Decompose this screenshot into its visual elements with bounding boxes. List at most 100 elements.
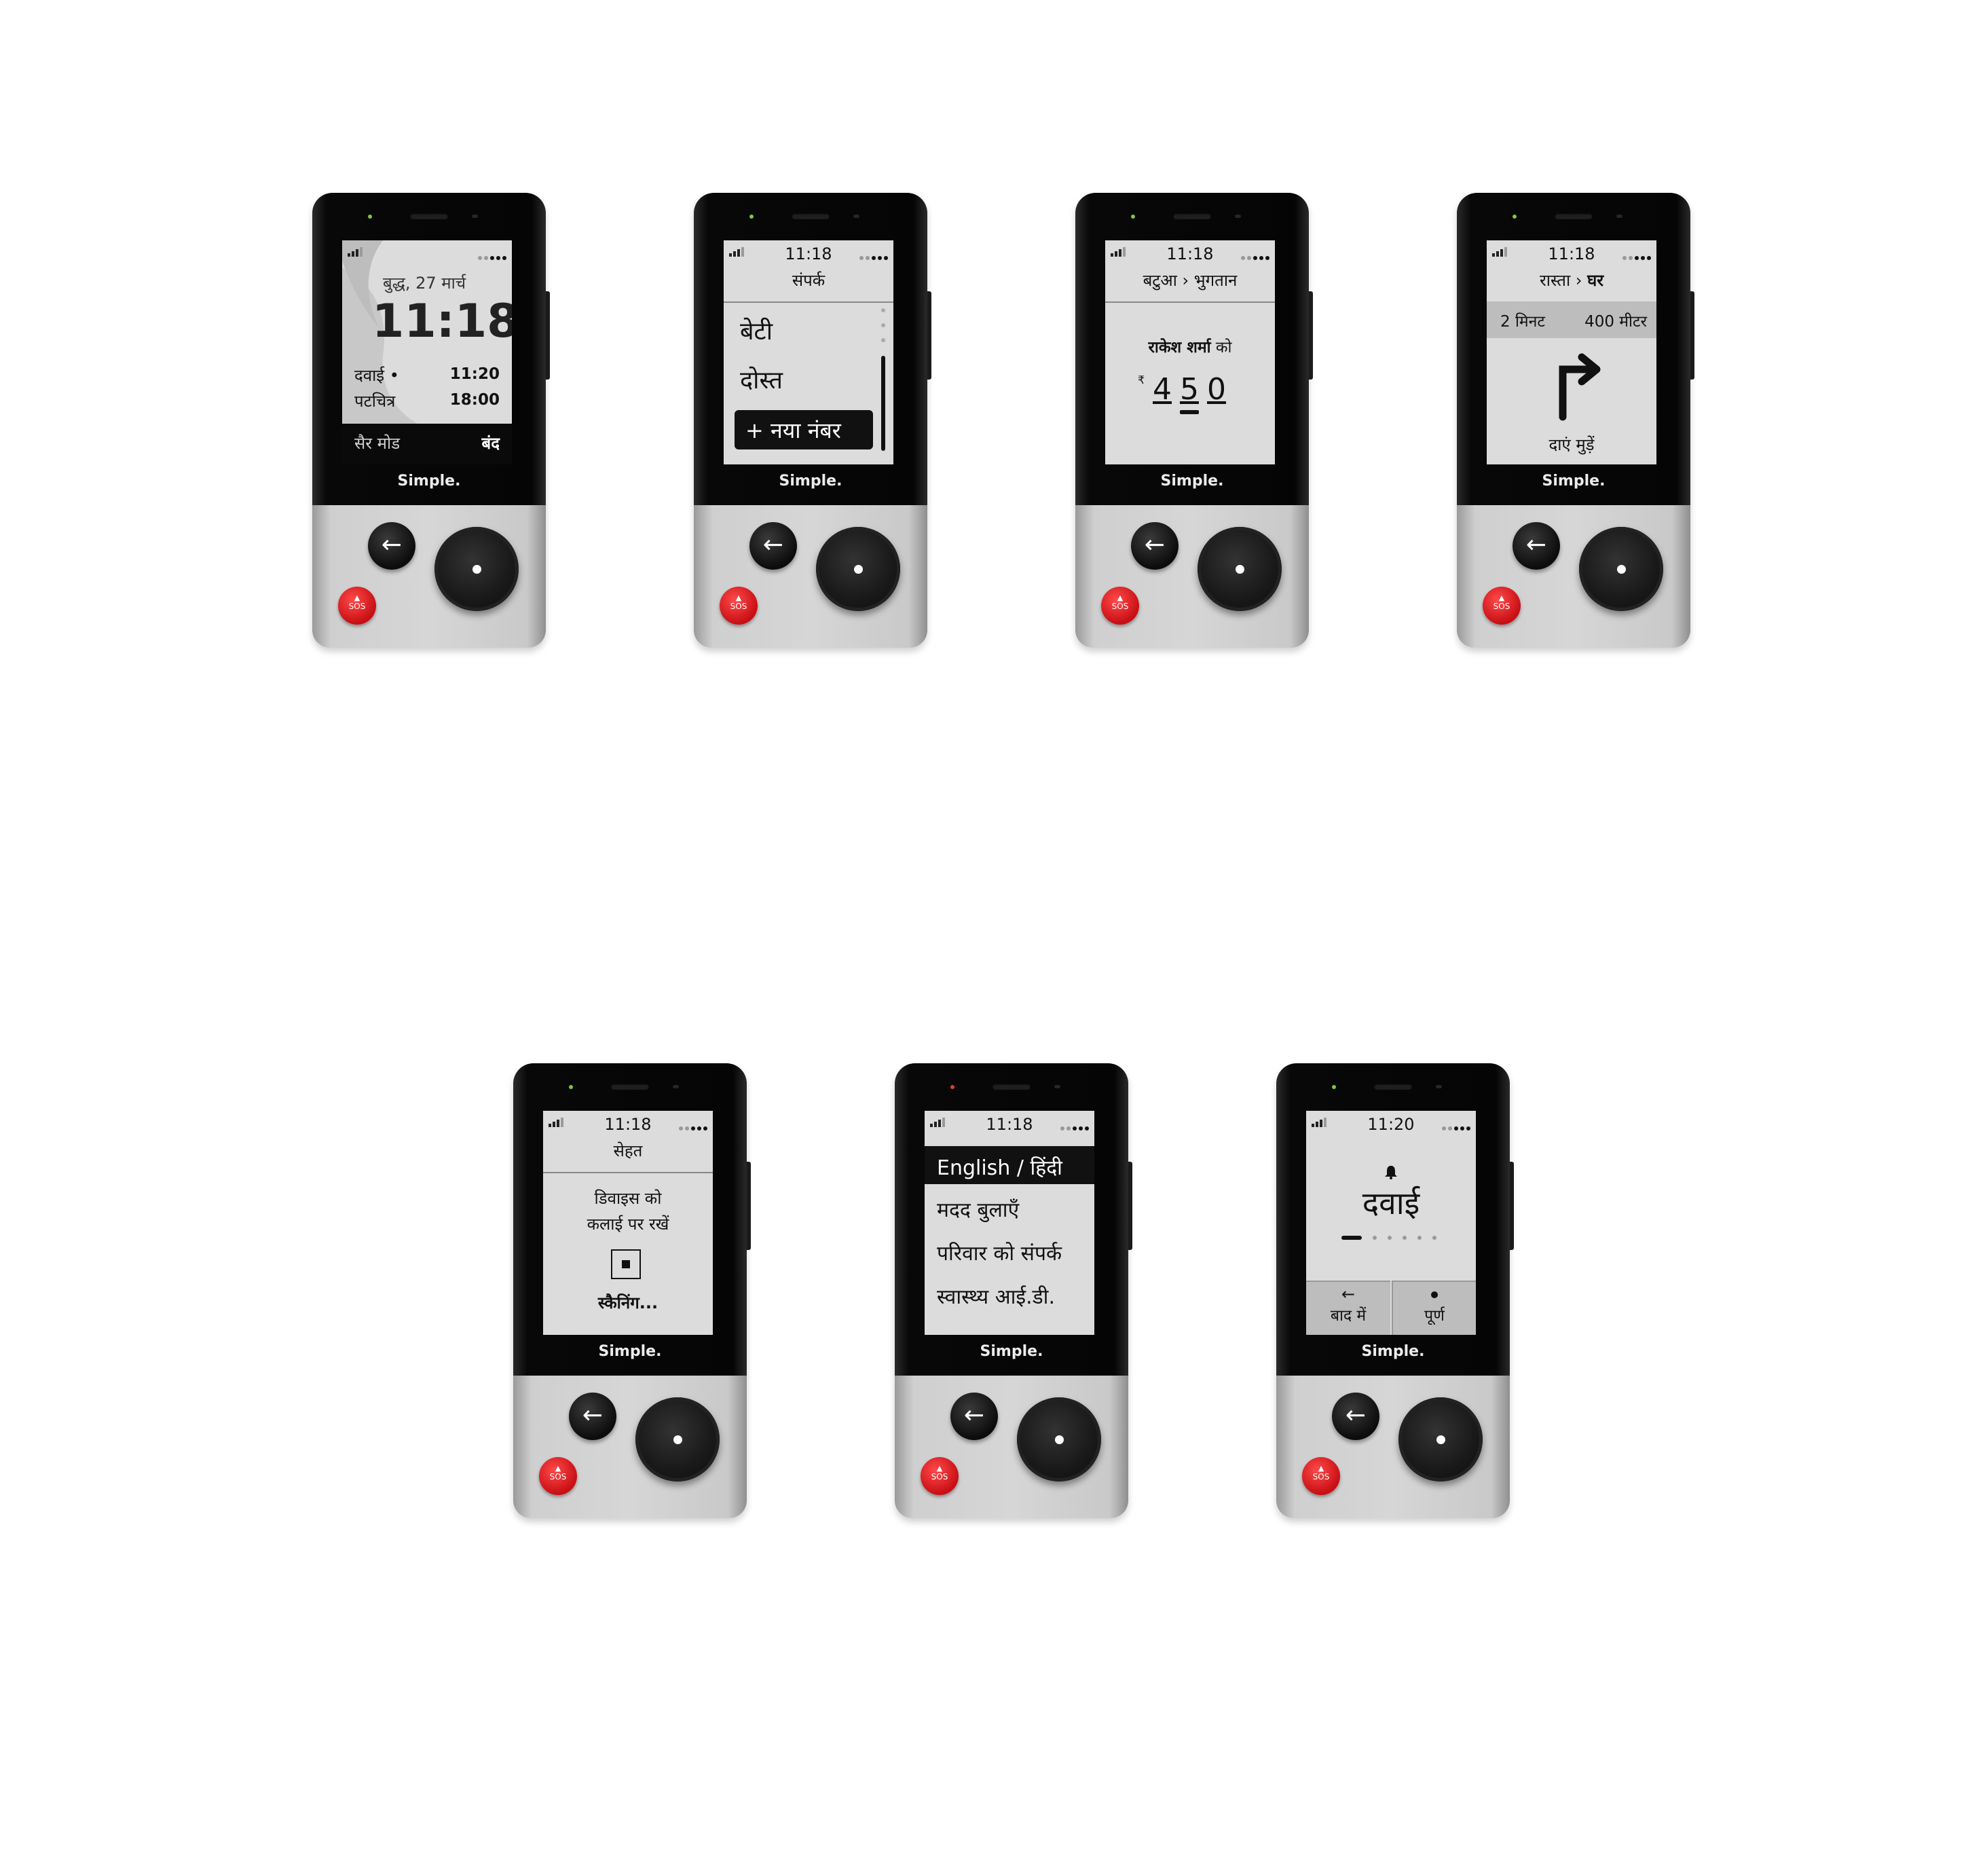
rotary-knob[interactable] — [1398, 1397, 1483, 1482]
date-label: बुद्ध, 27 मार्च — [383, 274, 466, 293]
page-dot — [1388, 1236, 1392, 1240]
battery-dots-icon — [857, 250, 888, 263]
back-button[interactable]: ← — [950, 1393, 998, 1440]
speaker-grille — [410, 213, 448, 219]
proximity-sensor — [1235, 215, 1241, 218]
sos-button[interactable]: ▲SOS — [539, 1457, 577, 1495]
status-clock: 11:18 — [1166, 244, 1214, 263]
device-menu: 11:18 English / हिंदी मदद बुलाएँ परिवार … — [895, 1063, 1132, 1518]
breadcrumb-path: रास्ता › — [1539, 271, 1588, 290]
later-button[interactable]: ← बाद में — [1306, 1281, 1390, 1335]
scan-status: स्कैनिंग... — [597, 1293, 658, 1312]
screen-payment[interactable]: 11:18 बटुआ › भुगतान राकेश शर्मा को ₹ 4 5… — [1105, 240, 1275, 464]
sos-label: SOS — [730, 602, 747, 611]
screen-contacts[interactable]: 11:18 संपर्क बेटी दोस्त + नया नंबर — [724, 240, 893, 464]
knob-select-dot — [673, 1435, 682, 1444]
battery-dots-icon — [476, 250, 506, 263]
sos-button[interactable]: ▲SOS — [720, 587, 758, 625]
screen-menu[interactable]: 11:18 English / हिंदी मदद बुलाएँ परिवार … — [925, 1111, 1094, 1335]
rotary-knob[interactable] — [1198, 527, 1282, 611]
back-button[interactable]: ← — [368, 522, 415, 570]
route-info-bar: 2 मिनट 400 मीटर — [1487, 301, 1656, 338]
side-key[interactable] — [1510, 1162, 1514, 1250]
breadcrumb-destination: घर — [1587, 271, 1604, 290]
screen-health[interactable]: 11:18 सेहत डिवाइस को कलाई पर रखें स्कैनि… — [543, 1111, 713, 1335]
done-button[interactable]: पूर्ण — [1392, 1281, 1476, 1335]
sos-button[interactable]: ▲SOS — [338, 587, 376, 625]
rotary-knob[interactable] — [434, 527, 519, 611]
sos-button[interactable]: ▲SOS — [921, 1457, 959, 1495]
back-button[interactable]: ← — [1332, 1393, 1379, 1440]
device-contacts: 11:18 संपर्क बेटी दोस्त + नया नंबर Simpl… — [694, 193, 931, 648]
side-key[interactable] — [1309, 291, 1313, 380]
sos-button[interactable]: ▲SOS — [1483, 587, 1521, 625]
alarm-icon: ▲ — [1318, 1464, 1324, 1473]
alarm-icon: ▲ — [354, 593, 360, 602]
digit-cursor — [1180, 410, 1199, 414]
device-health: 11:18 सेहत डिवाइस को कलाई पर रखें स्कैनि… — [513, 1063, 751, 1518]
amount-digit-1[interactable]: 4 — [1153, 372, 1172, 407]
rotary-knob[interactable] — [1017, 1397, 1101, 1482]
page-dot — [1417, 1236, 1422, 1240]
back-button[interactable]: ← — [749, 522, 797, 570]
later-label: बाद में — [1330, 1307, 1367, 1325]
side-key[interactable] — [1128, 1162, 1132, 1250]
status-led — [1131, 215, 1135, 219]
sos-button[interactable]: ▲SOS — [1302, 1457, 1340, 1495]
device-navigation: 11:18 रास्ता › घर 2 मिनट 400 मीटर दाएं म… — [1457, 193, 1694, 648]
menu-item-family-contact[interactable]: परिवार को संपर्क — [937, 1242, 1062, 1266]
knob-select-dot — [1436, 1435, 1445, 1444]
device-reminder: 11:20 दवाई ← बाद में पूर्ण Simple. ← ▲SO… — [1276, 1063, 1514, 1518]
page-dot — [1373, 1236, 1377, 1240]
screen-reminder[interactable]: 11:20 दवाई ← बाद में पूर्ण — [1306, 1111, 1476, 1335]
new-number-button[interactable]: + नया नंबर — [735, 410, 873, 449]
mode-value: बंद — [481, 434, 500, 453]
select-dot-icon — [1431, 1291, 1438, 1298]
sos-button[interactable]: ▲SOS — [1101, 587, 1139, 625]
scrollbar[interactable] — [881, 308, 885, 451]
screen-navigation[interactable]: 11:18 रास्ता › घर 2 मिनट 400 मीटर दाएं म… — [1487, 240, 1656, 464]
recipient-suffix: को — [1215, 339, 1232, 356]
contact-item-2[interactable]: दोस्त — [740, 367, 783, 394]
status-clock: 11:20 — [1367, 1115, 1415, 1134]
status-led — [1332, 1085, 1336, 1089]
menu-item-language[interactable]: English / हिंदी — [925, 1146, 1094, 1184]
sos-label: SOS — [1493, 602, 1510, 611]
status-bar: 11:18 — [925, 1111, 1094, 1134]
back-button[interactable]: ← — [1513, 522, 1560, 570]
status-clock: 11:18 — [785, 244, 832, 263]
wallpaper-swoosh — [342, 240, 424, 427]
side-key[interactable] — [1690, 291, 1694, 380]
status-bar: 11:18 — [543, 1111, 713, 1134]
status-led — [569, 1085, 573, 1089]
home-clock: 11:18 — [372, 295, 512, 348]
rotary-knob[interactable] — [635, 1397, 720, 1482]
amount-digit-3[interactable]: 0 — [1207, 372, 1226, 407]
scan-target-center — [622, 1260, 630, 1268]
rotary-knob[interactable] — [1579, 527, 1663, 611]
proximity-sensor — [1436, 1085, 1442, 1088]
battery-dots-icon — [1440, 1120, 1470, 1133]
status-bar — [342, 240, 512, 260]
mode-bar[interactable]: सैर मोड बंद — [342, 424, 512, 464]
arrow-left-icon: ← — [1345, 1401, 1367, 1429]
rotary-knob[interactable] — [816, 527, 900, 611]
amount-digit-2[interactable]: 5 — [1180, 372, 1199, 407]
back-button[interactable]: ← — [1131, 522, 1179, 570]
back-button[interactable]: ← — [569, 1393, 616, 1440]
scan-target-icon — [611, 1249, 641, 1279]
screen-title: संपर्क — [792, 271, 825, 290]
menu-item-call-help[interactable]: मदद बुलाएँ — [937, 1198, 1020, 1222]
side-key[interactable] — [747, 1162, 751, 1250]
page-indicator — [1341, 1236, 1443, 1241]
contact-item-1[interactable]: बेटी — [740, 318, 773, 346]
screen-title: सेहत — [613, 1141, 643, 1160]
side-key[interactable] — [927, 291, 931, 380]
scroll-dot — [881, 308, 885, 312]
menu-item-health-id[interactable]: स्वास्थ्य आई.डी. — [937, 1285, 1055, 1309]
turn-instruction: दाएं मुड़ें — [1548, 435, 1595, 454]
status-clock: 11:18 — [1548, 244, 1595, 263]
side-key[interactable] — [546, 291, 550, 380]
arrow-left-icon: ← — [1144, 531, 1166, 559]
scroll-thumb[interactable] — [881, 356, 885, 451]
